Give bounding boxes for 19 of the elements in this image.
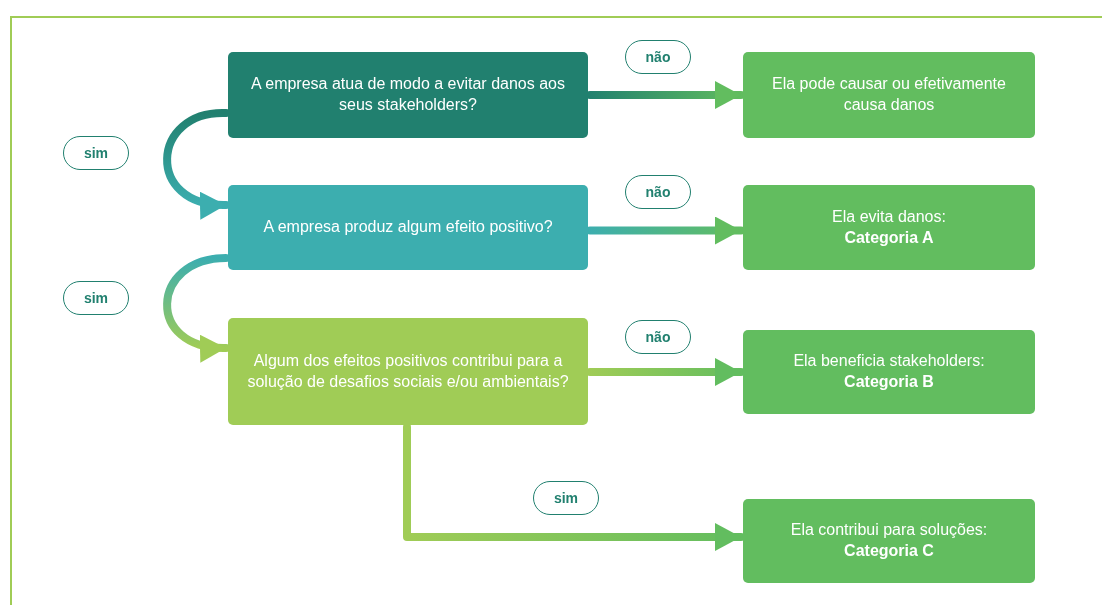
result-box: Ela pode causar ou efetivamente causa danos <box>743 52 1035 138</box>
arrow <box>403 423 745 551</box>
result-box: Ela evita danos: Categoria A <box>743 185 1035 270</box>
edge-label: sim <box>63 136 129 170</box>
arrow <box>586 358 745 386</box>
edge-label: não <box>625 320 691 354</box>
question-box: A empresa atua de modo a evitar danos aos seus stakeholders? <box>228 52 588 138</box>
arrow <box>586 216 745 245</box>
edge-label: não <box>625 175 691 209</box>
arrow <box>163 254 230 361</box>
edge-label: sim <box>533 481 599 515</box>
edge-label: não <box>625 40 691 74</box>
result-box: Ela beneficia stakeholders: Categoria B <box>743 330 1035 414</box>
arrow <box>163 109 230 217</box>
edge-label: sim <box>63 281 129 315</box>
arrow <box>586 81 745 109</box>
question-box: Algum dos efeitos positivos contribui para a solução de desafios sociais e/ou ambientais? <box>228 318 588 425</box>
result-box: Ela contribui para soluções: Categoria C <box>743 499 1035 583</box>
question-box: A empresa produz algum efeito positivo? <box>228 185 588 270</box>
